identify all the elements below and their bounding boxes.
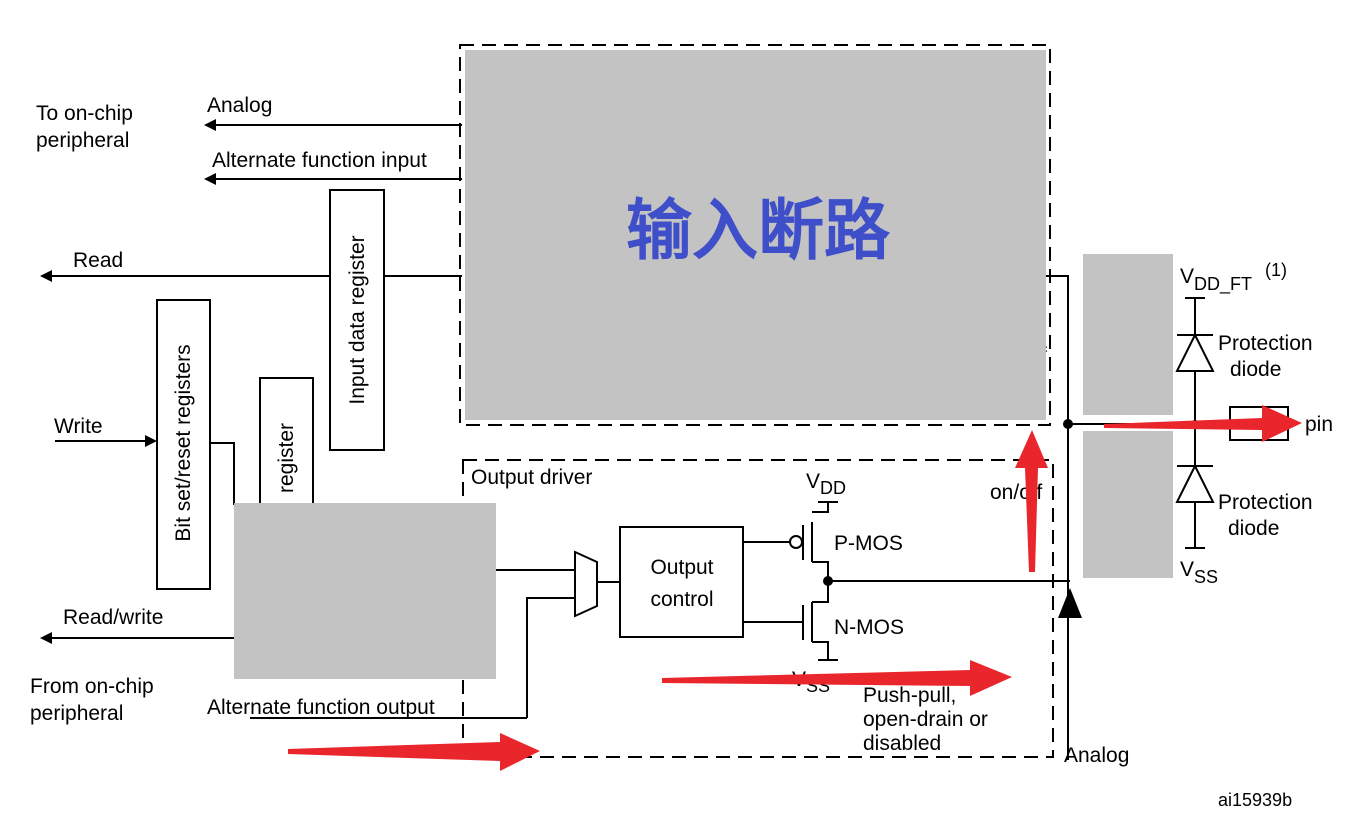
to-on-chip-label-2: peripheral [36,129,129,152]
analog-top-label: Analog [207,94,272,117]
to-on-chip-label-1: To on-chip [36,102,133,125]
vdd-ft-label: VDD_FT [1180,265,1252,295]
analog-bottom-label: Analog [1064,744,1129,767]
vdd-ft-note: (1) [1265,260,1287,280]
output-control-label-1: Output [650,556,713,579]
vdd-label: VDD [806,470,846,498]
red-arrow-bottom-left [288,733,540,771]
pmos-label: P-MOS [834,532,903,555]
bit-set-reset-register-box [156,299,211,590]
pin-bus-dot [1063,419,1073,429]
input-to-pin-line [1046,275,1069,424]
alt-func-output-line-v [526,597,575,718]
pmos-bubble [789,535,803,549]
nmos-label: N-MOS [834,616,904,639]
protection-diode-top-label-2: diode [1230,358,1281,381]
right-gray-block-lower [1083,431,1173,578]
nmos-source [812,641,829,660]
input-driver-dashed-box [459,44,1051,426]
input-data-register-label: Input data register [346,235,369,404]
red-arrow-pin [1104,405,1302,442]
input-circuit-overlay-text: 输入断路 [626,192,891,269]
output-register-gray-block [234,503,496,679]
right-gray-block-upper [1083,254,1173,415]
alt-func-output-label: Alternate function output [207,696,435,719]
push-pull-label-3: disabled [863,732,941,755]
vss-right-label: VSS [1180,558,1218,587]
write-label: Write [54,415,103,438]
red-arrow-bottom-middle [662,660,1012,696]
push-pull-label-2: open-drain or [863,708,988,731]
read-label: Read [73,249,123,272]
protection-diode-bottom-icon [1175,463,1215,503]
alt-func-input-label: Alternate function input [212,149,427,172]
figure-id-label: ai15939b [1218,790,1292,810]
protection-diode-bottom-label-2: diode [1228,517,1279,540]
output-control-label-2: control [650,588,713,611]
analog-bottom-arrow [1058,588,1082,618]
output-data-register-box [259,377,314,519]
output-driver-label: Output driver [471,466,592,489]
pmos-drain [812,561,829,581]
output-data-register-label: register [275,423,298,493]
protection-diode-top-icon [1175,332,1215,372]
bsrr-connector [210,442,235,505]
red-arrow-vertical [1015,430,1048,572]
input-driver-gray-overlay [465,50,1046,420]
push-pull-label-1: Push-pull, [863,684,956,707]
from-on-chip-label-1: From on-chip [30,675,154,698]
protection-diode-top-label-1: Protection [1218,332,1313,355]
output-control-box [619,526,744,638]
output-driver-dashed-box [462,459,1054,758]
bit-set-reset-register-label: Bit set/reset registers [172,344,195,541]
protection-diode-bottom-label-1: Protection [1218,491,1313,514]
pmos-source [812,502,829,513]
input-data-register-box [329,189,385,451]
nmos-drain [812,581,829,603]
from-on-chip-label-2: peripheral [30,702,123,725]
multiplexer-icon [574,550,598,618]
read-write-label: Read/write [63,606,163,629]
io-pin-label: pin [1305,413,1333,436]
